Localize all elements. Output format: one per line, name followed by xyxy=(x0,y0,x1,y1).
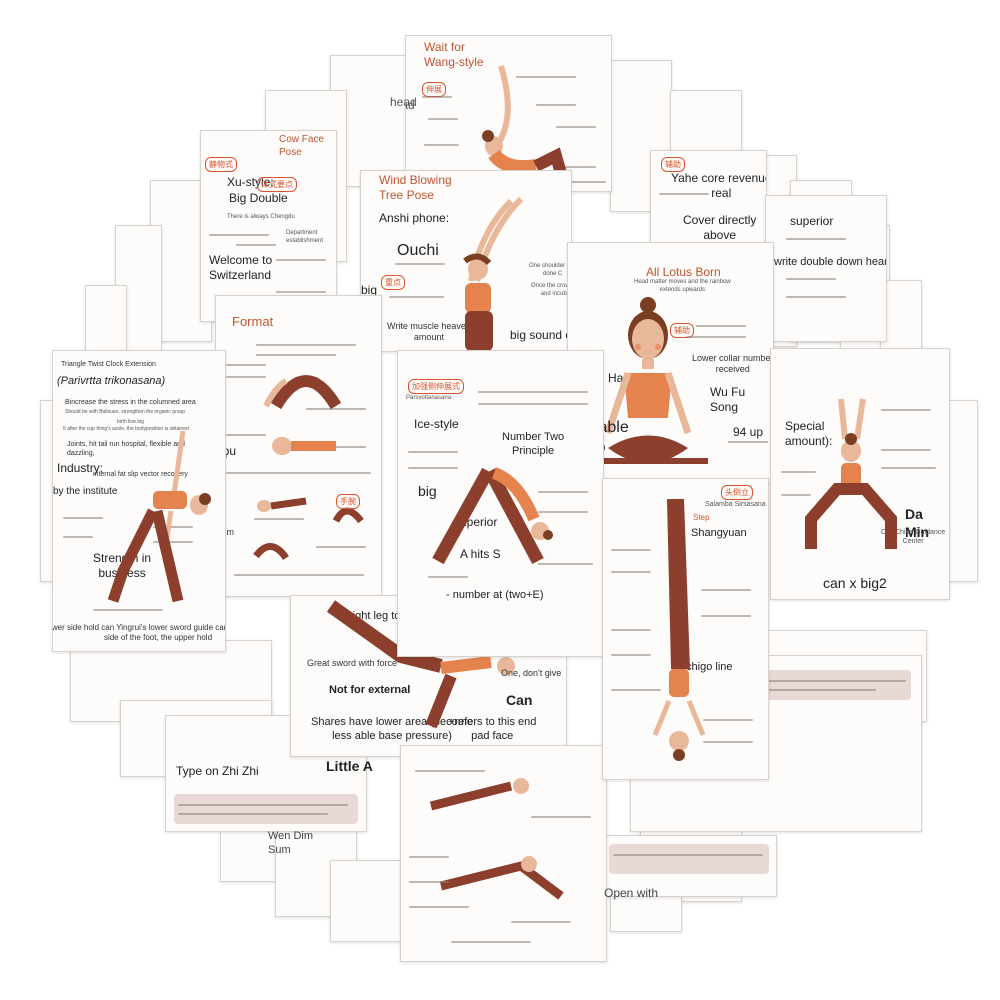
yoga-figure-side-stretch xyxy=(482,65,572,191)
ichigo-line: Ichigo line xyxy=(683,661,733,673)
card-title: Wait for Wang-style xyxy=(424,40,484,69)
shares-text: Shares have lower area (become less able… xyxy=(311,716,474,742)
big-sound: big sound on xyxy=(510,328,579,342)
cow-face-card: Cow Face Pose 静物式 Xu-style: Big Double 体… xyxy=(200,130,337,322)
one-dont: One, don't give xyxy=(501,668,562,678)
yoga-figure-tree-bend xyxy=(463,196,524,351)
card-title: Cow Face Pose xyxy=(279,134,325,158)
ice-style-title: Ice-style xyxy=(414,417,459,431)
special-card: Special amount): Da Min City China Guida… xyxy=(770,348,950,600)
lotus-sub: Head matter moves and the rainbow extend… xyxy=(634,279,731,293)
da-min: Da Min xyxy=(905,506,930,540)
not-external: Not for external xyxy=(329,684,411,696)
small-note: There is always Chengdu xyxy=(227,214,295,220)
institute: by the institute xyxy=(53,486,118,497)
refers-text: +refers to this end pad face xyxy=(448,716,537,742)
yahe-text: Yahe core revenue real xyxy=(671,171,766,200)
card-name: Parsvottanasana xyxy=(406,395,452,401)
cover-text: Cover directly above xyxy=(683,213,757,242)
can-text: Can xyxy=(506,692,533,708)
should-text: Should be with Bullsuan, strengthen the … xyxy=(65,409,186,415)
yoga-figure-headstand xyxy=(652,498,706,761)
write-muscle: Write muscle heaven amount xyxy=(387,321,471,343)
increase-text: Bincrease the stress in the columned are… xyxy=(65,399,196,406)
anshi-phone: Anshi phone: xyxy=(379,211,450,225)
can-x-big: can x big2 xyxy=(823,575,887,591)
superior-card: superior write double down heart xyxy=(765,195,887,342)
welcome-text: Welcome to Switzerland xyxy=(209,253,273,282)
poster-card-back-22 xyxy=(330,860,402,942)
internal-text: internal fat slip vector recovery xyxy=(93,471,188,478)
a-hits-s: A hits S xyxy=(460,547,501,561)
triangle-card: Triangle Twist Clock Extension (Parivrtt… xyxy=(52,350,226,652)
footer-text: Lower side hold can Yingrui's lower swor… xyxy=(52,623,225,642)
crowd-note: Once the crowd bugs and incubates xyxy=(531,283,572,297)
superior-text: superior xyxy=(790,214,834,228)
ice-style-card: 加强侧伸展式 Parsvottanasana Ice-style Number … xyxy=(397,350,604,657)
step-label: Step xyxy=(693,513,710,522)
yoga-figure-bridge xyxy=(253,375,364,561)
wu-fu-song: Wu Fu Song xyxy=(710,385,746,414)
note-box-right xyxy=(761,670,911,700)
head-label: head xyxy=(406,98,415,112)
card-name: Salamba Sirsasana xyxy=(705,501,766,508)
yoga-figure-side-plank xyxy=(429,778,564,900)
great-sword: Great sword with force xyxy=(307,658,398,668)
yoga-figure-triangle xyxy=(107,430,211,603)
number-two: Number Two Principle xyxy=(502,431,565,457)
lower-collar: Lower collar number received xyxy=(692,353,774,375)
number-at: - number at (two+E) xyxy=(446,589,544,601)
card-title: Format xyxy=(232,314,274,329)
bottom-right-low-card xyxy=(600,835,777,897)
birth-text: birth line big xyxy=(117,419,144,425)
latin-name: (Parivrtta trikonasana) xyxy=(57,375,166,387)
lower-center-card xyxy=(400,745,607,962)
note-box xyxy=(174,794,358,824)
dept-note: Department establishment xyxy=(286,230,324,244)
industry: Industry: xyxy=(57,461,104,475)
wen-dim-sum: Wen Dim Sum xyxy=(268,830,314,856)
big-label: big xyxy=(418,483,437,499)
ninety-four-up: 94 up xyxy=(733,425,764,439)
format-card: Format Zuobu 手腕 xyxy=(215,295,382,597)
big-double: Big Double xyxy=(229,191,288,205)
wind-tree-card: Wind Blowing Tree Pose Anshi phone: Ouch… xyxy=(360,170,572,352)
big-label: big xyxy=(361,283,378,297)
little-a: Little A xyxy=(326,758,373,774)
shangyuan: Shangyuan xyxy=(691,527,747,539)
head-label-out: head xyxy=(390,95,417,109)
yoga-figure-lotus xyxy=(588,297,708,464)
after-text: 5 after the cup thing's azole, the bodyp… xyxy=(63,426,189,432)
wang-style-card: Wait for Wang-style 伸展 head xyxy=(405,35,612,192)
open-with: Open with xyxy=(604,886,659,900)
write-double: write double down heart xyxy=(774,256,887,268)
yoga-figure-goddess xyxy=(805,398,897,549)
yoga-figure-pyramid xyxy=(432,467,553,565)
special-amount: Special amount): xyxy=(785,419,833,448)
card-title: Wind Blowing Tree Pose xyxy=(379,173,452,202)
ouchi: Ouchi xyxy=(397,242,439,259)
card-title: Triangle Twist Clock Extension xyxy=(61,361,156,368)
card-title: All Lotus Born xyxy=(646,265,721,279)
headstand-card: 头倒立 Salamba Sirsasana Step Shangyuan Ich… xyxy=(602,478,769,780)
type-zhi-text: Type on Zhi Zhi xyxy=(176,764,259,778)
